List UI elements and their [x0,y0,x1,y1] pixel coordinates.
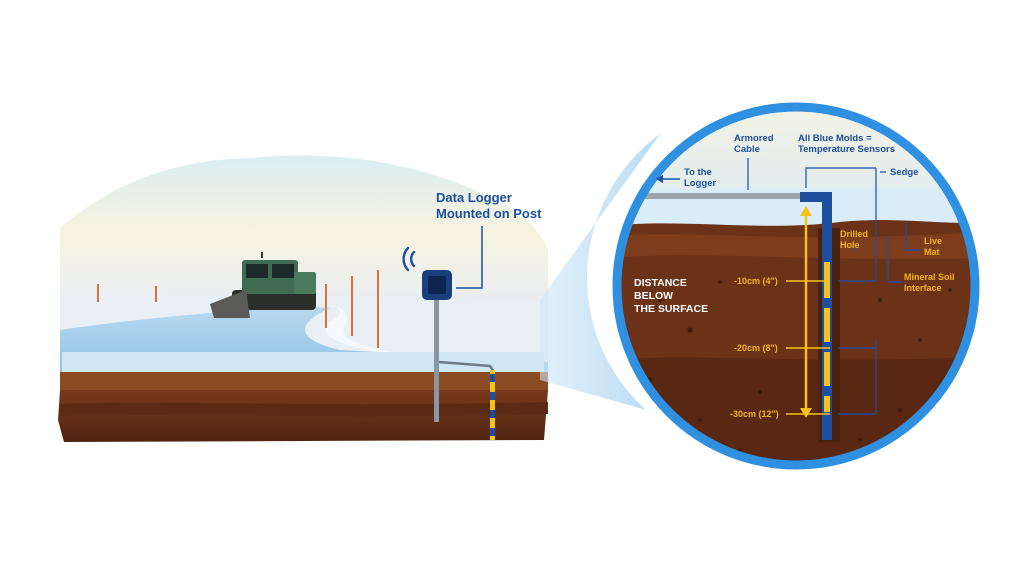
label-live-mat-1: Live [924,236,942,246]
label-blue-molds-2: Temperature Sensors [798,144,895,155]
label-drilled-hole-2: Hole [840,240,860,250]
logger-label-line1: Data Logger [436,190,512,205]
label-armored-cable-1: Armored [734,133,774,144]
logger-post [434,298,439,422]
label-live-mat-2: Mat [924,247,940,257]
label-drilled-hole-1: Drilled [840,229,868,239]
ice-layer [62,352,544,374]
soil-top [60,372,548,392]
sensor-probe-inset [800,192,832,440]
wireless-signal-icon [402,246,416,272]
depth-label-30cm: -30cm (12") [730,409,779,419]
zoom-cone [540,134,660,410]
tracked-vehicle [210,252,316,318]
soil-band [60,402,548,417]
label-sedge: Sedge [890,167,919,178]
sensor-probe-left [490,370,495,440]
inset-detail: Armored Cable All Blue Molds = Temperatu… [612,102,980,470]
inset-frame [612,102,980,470]
depth-arrow [800,206,812,418]
label-distance-3: THE SURFACE [634,303,708,315]
label-distance-2: BELOW [634,290,673,302]
depth-label-10cm: -10cm (4") [734,276,778,286]
logger-label-line2: Mounted on Post [436,206,542,221]
depth-label-20cm: -20cm (8") [734,343,778,353]
snow-marker-poles [97,270,379,348]
sky [60,155,548,300]
arrow-left-icon [656,175,680,183]
road-snowbank [300,300,420,356]
field-scene: Data Logger Mounted on Post [58,155,548,442]
label-mineral-soil-2: Interface [904,283,942,293]
label-distance-1: DISTANCE [634,277,687,289]
label-armored-cable-2: Cable [734,144,760,155]
label-blue-molds-1: All Blue Molds = [798,133,872,144]
logger-leader-line [456,226,483,289]
label-to-logger-2: Logger [684,178,716,189]
label-mineral-soil-1: Mineral Soil [904,272,955,282]
label-to-logger-1: To the [684,167,712,178]
